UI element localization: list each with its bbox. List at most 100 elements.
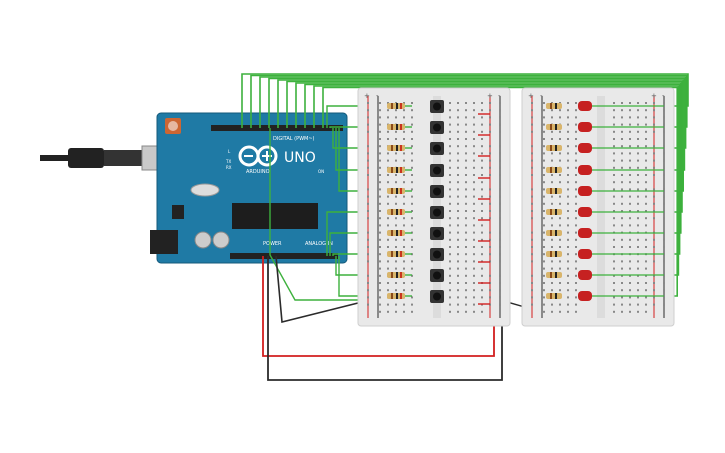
rail-hole <box>489 217 491 220</box>
led <box>578 122 592 132</box>
breadboard-hole <box>379 195 381 198</box>
breadboard-hole <box>621 159 623 162</box>
right-bb-plus-top: + <box>528 92 534 100</box>
resistor-band <box>555 272 557 278</box>
breadboard-hole <box>465 238 467 241</box>
breadboard-hole <box>629 210 631 212</box>
breadboard-hole <box>403 260 405 263</box>
breadboard-hole <box>403 303 405 306</box>
rail-hole <box>499 130 501 133</box>
breadboard-hole <box>645 152 647 155</box>
rail-hole <box>531 260 533 263</box>
breadboard-hole <box>449 102 451 104</box>
rail-hole <box>531 152 533 155</box>
rail-hole <box>541 296 543 299</box>
breadboard-hole <box>543 138 545 140</box>
breadboard-hole <box>621 109 623 112</box>
breadboard-hole <box>465 310 467 313</box>
breadboard-hole <box>621 267 623 270</box>
rail-hole <box>531 123 533 126</box>
breadboard-hole <box>465 138 467 140</box>
rail-hole <box>499 152 501 155</box>
breadboard-hole <box>567 159 569 162</box>
rail-hole <box>367 296 369 299</box>
breadboard-hole <box>473 145 475 148</box>
breadboard-hole <box>481 181 483 184</box>
rail-hole <box>531 253 533 256</box>
rail-hole <box>489 253 491 256</box>
breadboard-hole <box>411 217 413 220</box>
breadboard-hole <box>481 188 483 191</box>
right-bb-minus-right: - <box>662 92 665 100</box>
breadboard-hole <box>551 303 553 306</box>
breadboard-hole <box>645 267 647 270</box>
breadboard-hole <box>543 274 545 277</box>
breadboard-hole <box>457 138 459 140</box>
rail-hole <box>663 188 665 191</box>
breadboard-hole <box>403 217 405 220</box>
breadboard-hole <box>379 274 381 277</box>
breadboard-hole <box>621 238 623 241</box>
breadboard-hole <box>629 238 631 241</box>
breadboard-hole <box>543 289 545 292</box>
breadboard-hole <box>449 296 451 299</box>
resistor-band <box>400 167 402 173</box>
breadboard-hole <box>411 109 413 112</box>
breadboard-hole <box>543 109 545 112</box>
breadboard-hole <box>449 109 451 112</box>
rail-hole <box>377 130 379 133</box>
breadboard-hole <box>645 310 647 313</box>
rail-hole <box>531 116 533 119</box>
breadboard-hole <box>559 224 561 227</box>
breadboard-hole <box>457 123 459 126</box>
rail-hole <box>653 195 655 198</box>
breadboard-hole <box>379 310 381 313</box>
breadboard-hole <box>621 123 623 126</box>
breadboard-hole <box>551 152 553 155</box>
breadboard-hole <box>637 138 639 140</box>
breadboard-hole <box>613 166 615 169</box>
breadboard-hole <box>575 116 577 119</box>
rail-hole <box>653 159 655 162</box>
breadboard-hole <box>629 274 631 277</box>
breadboard-hole <box>387 116 389 119</box>
breadboard-hole <box>629 246 631 248</box>
rail-hole <box>653 130 655 133</box>
breadboard-hole <box>395 310 397 313</box>
breadboard-hole <box>637 289 639 292</box>
resistor-band <box>396 209 398 215</box>
breadboard-hole <box>411 296 413 299</box>
rail-hole <box>541 159 543 162</box>
resistor-band <box>396 293 398 299</box>
breadboard-hole <box>551 224 553 227</box>
breadboard-hole <box>621 217 623 220</box>
breadboard-hole <box>621 102 623 104</box>
resistor <box>546 145 562 151</box>
on-label: ON <box>318 169 324 174</box>
breadboard-hole <box>395 260 397 263</box>
breadboard-hole <box>567 303 569 306</box>
breadboard-hole <box>629 289 631 292</box>
breadboard-hole <box>473 202 475 205</box>
breadboard-hole <box>473 174 475 176</box>
rail-hole <box>489 231 491 234</box>
resistor-band <box>391 124 393 130</box>
arduino-logo-icon <box>238 145 278 167</box>
breadboard-hole <box>559 282 561 284</box>
atmega-chip <box>232 203 318 229</box>
breadboard-hole <box>575 289 577 292</box>
breadboard-hole <box>403 238 405 241</box>
rail-hole <box>663 260 665 263</box>
breadboard-hole <box>379 181 381 184</box>
breadboard-hole <box>567 282 569 284</box>
breadboard-hole <box>645 130 647 133</box>
rail-hole <box>663 238 665 241</box>
breadboard-hole <box>457 116 459 119</box>
led <box>578 101 592 111</box>
breadboard-hole <box>473 138 475 140</box>
breadboard-hole <box>473 130 475 133</box>
breadboard-hole <box>637 267 639 270</box>
breadboard-hole <box>473 217 475 220</box>
breadboard-hole <box>543 210 545 212</box>
breadboard-hole <box>543 238 545 241</box>
